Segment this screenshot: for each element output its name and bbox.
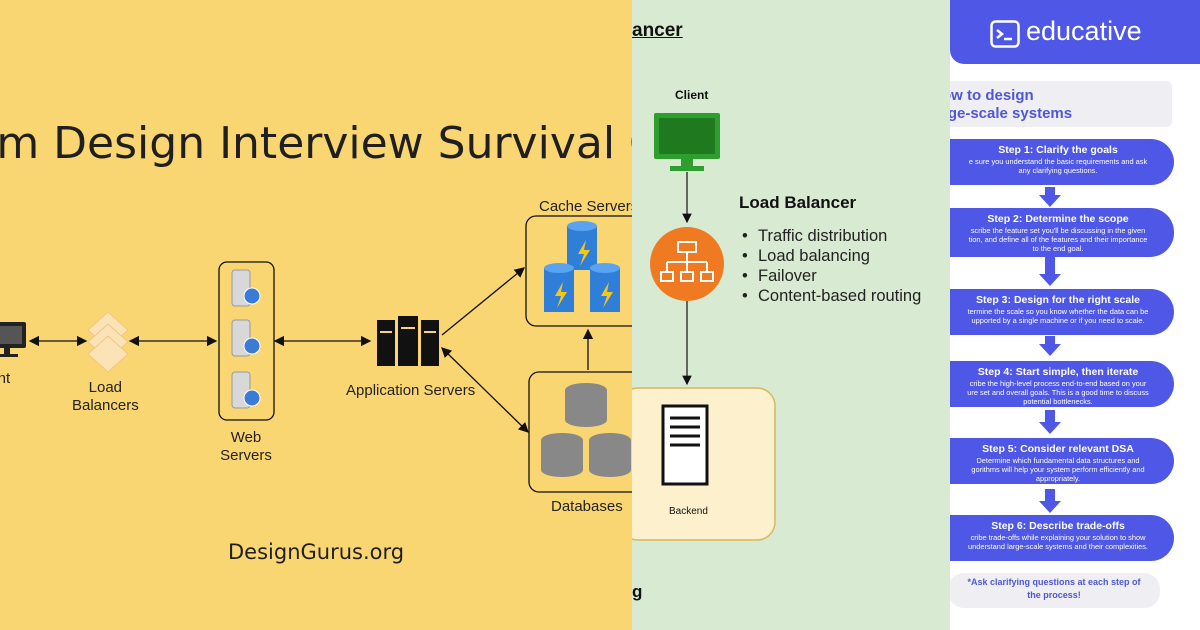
- lb-feature-item: Load balancing: [738, 246, 921, 266]
- lb-feature-list: Traffic distribution Load balancing Fail…: [738, 226, 921, 306]
- client-monitor-icon: [654, 113, 720, 171]
- application-server-icon: [377, 316, 439, 366]
- infographic-title: ow to design rge-scale systems: [950, 87, 1073, 122]
- step-description: cribe trade-offs while explaining your s…: [968, 533, 1148, 551]
- databases-label: Databases: [551, 498, 623, 515]
- step-heading: Step 6: Describe trade-offs: [991, 520, 1125, 532]
- cache-servers-box: [525, 215, 632, 327]
- step-description: e sure you understand the basic requirem…: [968, 157, 1148, 175]
- terminal-logo-icon: [990, 20, 1020, 48]
- cache-cylinders-icon: [544, 221, 620, 312]
- databases-box: [528, 371, 632, 493]
- architecture-diagram: [0, 215, 632, 493]
- step-heading: Step 3: Design for the right scale: [976, 294, 1140, 306]
- cache-servers-label: Cache Servers: [539, 198, 632, 215]
- lb-heading: Load Balancer: [739, 193, 857, 212]
- database-stack-icon: [541, 383, 631, 477]
- client-label: Client: [675, 88, 709, 102]
- load-balancers-label: Load Balancers: [72, 379, 139, 414]
- lb-feature-item: Traffic distribution: [738, 226, 921, 246]
- lb-feature-item: Failover: [738, 266, 921, 286]
- step-arrows: [1039, 187, 1061, 513]
- lb-feature-item: Content-based routing: [738, 286, 921, 306]
- server-icon: [661, 404, 709, 486]
- step-heading: Step 2: Determine the scope: [987, 213, 1129, 225]
- design-gurus-panel: tem Design Interview Survival G: [0, 0, 632, 630]
- step-heading: Step 1: Clarify the goals: [998, 144, 1118, 156]
- step-heading: Step 5: Consider relevant DSA: [982, 443, 1134, 455]
- backend-label: Backend: [669, 506, 708, 517]
- tip-note: *Ask clarifying questions at each step o…: [950, 573, 1160, 608]
- step-description: scribe the feature set you'll be discuss…: [968, 226, 1148, 253]
- down-arrow-icon: [1039, 410, 1061, 434]
- step-description: termine the scale so you know whether th…: [967, 307, 1149, 325]
- web-server-icon: [231, 269, 261, 409]
- step-description: Determine which fundamental data structu…: [971, 456, 1145, 483]
- load-balancer-icon: [87, 311, 129, 373]
- step-description: cribe the high-level process end-to-end …: [967, 379, 1149, 406]
- application-servers-label: Application Servers: [346, 382, 476, 399]
- page-title: tem Design Interview Survival G: [0, 118, 632, 169]
- down-arrow-icon: [1039, 336, 1061, 356]
- down-arrow-icon: [1039, 489, 1061, 513]
- web-servers-label: Web Servers: [220, 429, 272, 464]
- brand-name: educative: [1026, 16, 1142, 46]
- app-cache-arrow: [441, 267, 526, 336]
- down-arrow-icon: [1039, 257, 1061, 286]
- brand-header: educative: [950, 0, 1200, 64]
- step-heading: Step 4: Start simple, then iterate: [977, 366, 1139, 378]
- site-url: DesignGurus.org: [228, 540, 405, 564]
- load-balancer-panel: ancer Client: [632, 0, 950, 630]
- educative-panel: educative ow to design rge-scale systems…: [950, 0, 1200, 630]
- web-servers-box: [218, 261, 275, 421]
- bottom-text-fragment: g: [632, 582, 643, 601]
- load-balancer-diagram: [632, 113, 776, 541]
- infographic-title-box: ow to design rge-scale systems: [950, 81, 1172, 127]
- client-label: ient: [0, 370, 11, 387]
- app-db-arrow: [441, 347, 529, 433]
- load-balancer-icon: [650, 227, 724, 301]
- panel-title: ancer: [632, 20, 683, 41]
- tip-note-text: *Ask clarifying questions at each step o…: [967, 577, 1141, 600]
- down-arrow-icon: [1039, 187, 1061, 207]
- client-monitor-icon: [0, 322, 26, 357]
